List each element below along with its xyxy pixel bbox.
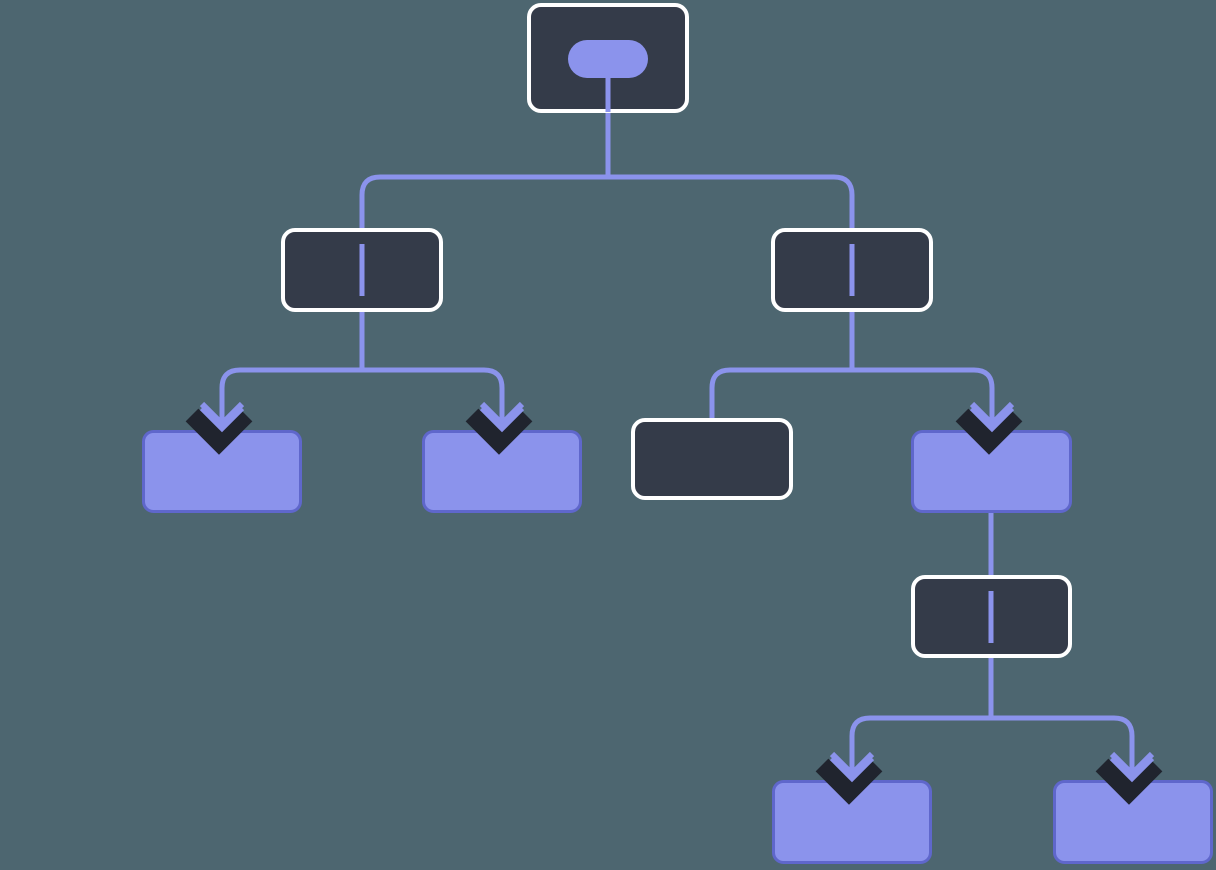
root-node[interactable] (527, 3, 689, 113)
level1-left-node[interactable] (281, 228, 443, 312)
arrowhead-into-leaf-bottom-a-highlight (829, 755, 875, 783)
level2-dark-node-body[interactable] (631, 418, 793, 500)
node-layer (142, 3, 1213, 864)
arrowhead-into-leaf-b-highlight (479, 405, 525, 433)
connector-level1-right-to-leaf-d (852, 367, 995, 424)
connector-level1-left-to-leaf-a (219, 367, 362, 424)
arrowhead-into-leaf-a (185, 408, 253, 455)
arrowhead-into-leaf-bottom-b-highlight (1109, 755, 1155, 783)
level2-dark-node[interactable] (631, 418, 793, 500)
level3-dark-node[interactable] (911, 575, 1072, 658)
arrowhead-into-leaf-b (465, 408, 533, 455)
arrowhead-into-leaf-bottom-b (1095, 758, 1163, 805)
level1-right-node[interactable] (771, 228, 933, 312)
arrowhead-layer (185, 405, 1163, 805)
connector-level1-left-to-leaf-b (362, 367, 505, 424)
connector-level1-right-to-dark-node (709, 367, 852, 418)
connector-root-to-level1-left (359, 174, 608, 228)
root-node-pill[interactable] (568, 40, 648, 78)
arrowhead-into-leaf-d-highlight (969, 405, 1015, 433)
arrowhead-into-leaf-a-highlight (199, 405, 245, 433)
connector-level3-to-leaf-b (991, 715, 1135, 774)
connector-layer (199, 112, 1155, 779)
arrowhead-into-leaf-bottom-a (815, 758, 883, 805)
connector-root-to-level1-right (608, 174, 855, 228)
arrowhead-into-leaf-d (955, 408, 1023, 455)
connector-level3-to-leaf-a (849, 715, 991, 774)
